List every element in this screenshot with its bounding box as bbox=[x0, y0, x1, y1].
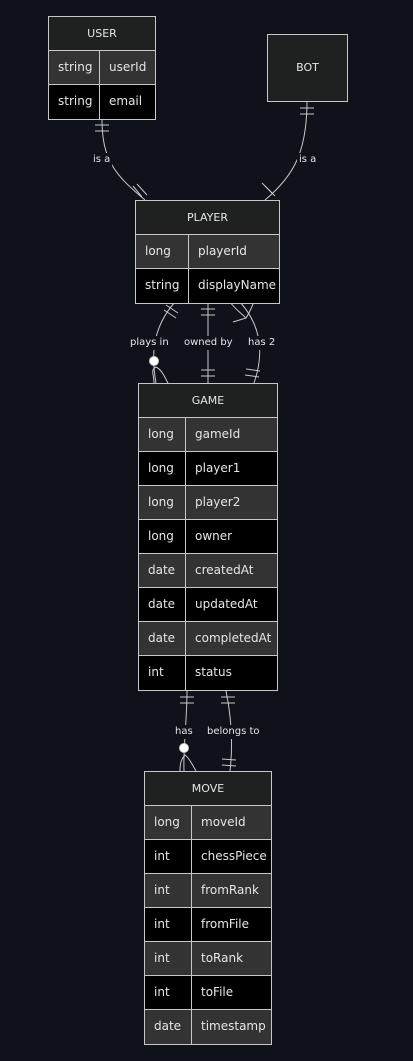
player-one-mark-1 bbox=[132, 185, 143, 198]
entity-player: PLAYER long playerId string displayName bbox=[135, 200, 280, 304]
attr-type: int bbox=[139, 656, 186, 690]
attr-row-game: int status bbox=[139, 656, 277, 690]
attr-name: displayName bbox=[198, 278, 277, 292]
player-one-mark-2 bbox=[136, 183, 148, 196]
attr-name: player2 bbox=[195, 495, 241, 509]
attr-row-game: date updatedAt bbox=[139, 588, 277, 622]
attr-row-game: long player1 bbox=[139, 452, 277, 486]
attr-row-game: long owner bbox=[139, 520, 277, 554]
attr-name: status bbox=[195, 665, 232, 679]
attr-name: playerId bbox=[198, 244, 247, 258]
game-has-crowfoot bbox=[179, 754, 197, 772]
attr-type: int bbox=[145, 908, 192, 941]
attr-type: int bbox=[145, 976, 192, 1009]
belongs-bottom-mark-1 bbox=[221, 758, 237, 761]
attr-name: email bbox=[109, 94, 143, 108]
line-bot-player bbox=[264, 100, 308, 201]
rel-label-plays-in: plays in bbox=[128, 336, 171, 350]
attr-name: chessPiece bbox=[201, 849, 267, 863]
attr-type: string bbox=[49, 51, 100, 84]
entity-bot: BOT bbox=[267, 34, 348, 102]
attr-type: long bbox=[136, 235, 189, 268]
attr-row-game: long player2 bbox=[139, 486, 277, 520]
belongs-bottom-mark-2 bbox=[221, 764, 237, 767]
has-2-bottom-mark-1 bbox=[245, 368, 261, 372]
game-has-zero-circle bbox=[179, 743, 189, 753]
attr-row-user: string email bbox=[49, 85, 155, 119]
entity-user: USER string userId string email bbox=[48, 16, 156, 120]
has-2-bottom-mark-2 bbox=[244, 374, 260, 378]
attr-type: long bbox=[139, 520, 186, 553]
attr-row-move: int toRank bbox=[145, 942, 271, 976]
attr-type: date bbox=[139, 588, 186, 621]
attr-name: player1 bbox=[195, 461, 241, 475]
attr-row-game: date completedAt bbox=[139, 622, 277, 656]
attr-name: createdAt bbox=[195, 563, 254, 577]
attr-row-player: long playerId bbox=[136, 235, 279, 269]
attr-row-move: date timestamp bbox=[145, 1010, 271, 1044]
rel-label-user-is-a: is a bbox=[91, 153, 113, 167]
attr-row-player: string displayName bbox=[136, 269, 279, 303]
entity-game-attrs: long gameId long player1 long player2 long owne… bbox=[139, 418, 277, 690]
attr-type: date bbox=[139, 622, 186, 655]
attr-name: completedAt bbox=[195, 631, 272, 645]
rel-label-has-2: has 2 bbox=[246, 336, 278, 350]
attr-row-game: long gameId bbox=[139, 418, 277, 452]
plays-in-top-mark-1 bbox=[163, 309, 177, 319]
entity-user-attrs: string userId string email bbox=[49, 51, 155, 119]
attr-type: int bbox=[145, 942, 192, 975]
entity-user-title: USER bbox=[49, 17, 155, 51]
rel-label-has: has bbox=[173, 725, 195, 739]
attr-type: string bbox=[136, 269, 189, 303]
attr-type: long bbox=[139, 486, 186, 519]
attr-row-game: date createdAt bbox=[139, 554, 277, 588]
entity-player-title: PLAYER bbox=[136, 201, 279, 235]
attr-name: moveId bbox=[201, 815, 246, 829]
has-2-top-mark bbox=[232, 317, 247, 323]
attr-name: updatedAt bbox=[195, 597, 258, 611]
attr-name: fromFile bbox=[201, 917, 250, 931]
attr-row-move: int chessPiece bbox=[145, 840, 271, 874]
attr-name: userId bbox=[109, 60, 147, 74]
attr-row-move: int fromRank bbox=[145, 874, 271, 908]
attr-type: int bbox=[145, 840, 192, 873]
entity-game-title: GAME bbox=[139, 384, 277, 418]
attr-name: fromRank bbox=[201, 883, 259, 897]
attr-name: toRank bbox=[201, 951, 244, 965]
attr-type: string bbox=[49, 85, 100, 119]
attr-type: int bbox=[145, 874, 192, 907]
attr-type: date bbox=[145, 1010, 192, 1044]
player-bot-mark-2 bbox=[261, 182, 273, 194]
plays-in-top-mark-2 bbox=[165, 304, 179, 314]
attr-row-move: long moveId bbox=[145, 806, 271, 840]
attr-row-move: int fromFile bbox=[145, 908, 271, 942]
attr-type: long bbox=[139, 418, 186, 451]
attr-row-user: string userId bbox=[49, 51, 155, 85]
plays-in-crowfoot bbox=[152, 366, 169, 384]
attr-type: long bbox=[139, 452, 186, 485]
attr-name: gameId bbox=[195, 427, 241, 441]
entity-bot-title: BOT bbox=[296, 61, 319, 74]
attr-type: long bbox=[145, 806, 192, 839]
attr-type: date bbox=[139, 554, 186, 587]
rel-label-belongs-to: belongs to bbox=[205, 725, 262, 739]
attr-name: toFile bbox=[201, 985, 234, 999]
attr-row-move: int toFile bbox=[145, 976, 271, 1010]
entity-player-attrs: long playerId string displayName bbox=[136, 235, 279, 303]
plays-in-zero-circle bbox=[149, 356, 159, 366]
attr-name: owner bbox=[195, 529, 233, 543]
rel-label-owned-by: owned by bbox=[182, 336, 235, 350]
rel-label-bot-is-a: is a bbox=[297, 153, 319, 167]
attr-name: timestamp bbox=[201, 1019, 266, 1033]
entity-move-title: MOVE bbox=[145, 772, 271, 806]
